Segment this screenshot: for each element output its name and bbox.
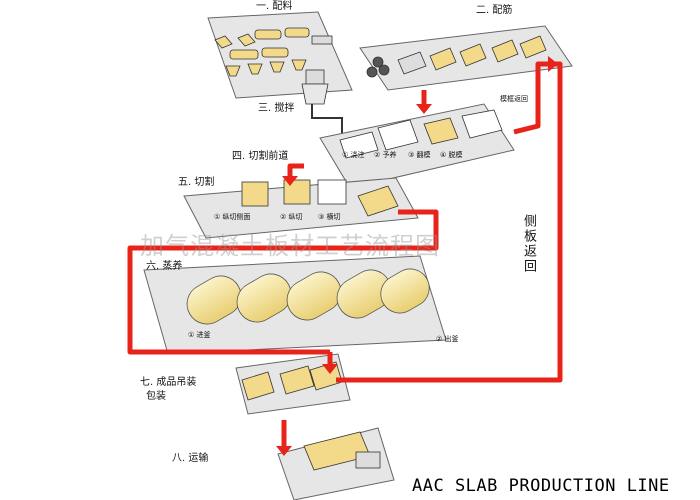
stage7-label: 七. 成品吊装 xyxy=(140,378,196,388)
stage3-label: 三. 搅拌 xyxy=(258,104,294,114)
substep-demold: ④ 脱模 xyxy=(440,152,463,159)
stage2-label: 二. 配筋 xyxy=(476,6,512,16)
footer-title: AAC SLAB PRODUCTION LINE xyxy=(412,476,670,496)
watermark: 加气混凝土板材工艺流程图 xyxy=(140,226,440,261)
substep-into-kettle: ① 进釜 xyxy=(188,332,211,339)
stage6-label: 六. 蒸养 xyxy=(146,262,182,272)
substep-cut-long: ② 纵切 xyxy=(280,214,303,221)
stage5-label: 五. 切割 xyxy=(178,178,214,188)
substep-pour: ① 浇注 xyxy=(342,152,365,159)
substep-cut-cross: ③ 横切 xyxy=(318,214,341,221)
stage4-label: 四. 切割前道 xyxy=(232,152,288,162)
stage1-label: 一. 配料 xyxy=(256,2,292,12)
substep-flip: ③ 翻模 xyxy=(408,152,431,159)
substep-cut-side: ① 纵切侧面 xyxy=(214,214,251,221)
substep-out-kettle: ② 出釜 xyxy=(436,336,459,343)
stage7-sublabel: 包装 xyxy=(146,392,166,402)
side-plate-return-label: 侧板返回 xyxy=(522,214,535,274)
substep-preset: ② 予养 xyxy=(374,152,397,159)
mold-return-label: 模框返回 xyxy=(500,96,528,103)
stage8-label: 八. 运输 xyxy=(172,454,208,464)
